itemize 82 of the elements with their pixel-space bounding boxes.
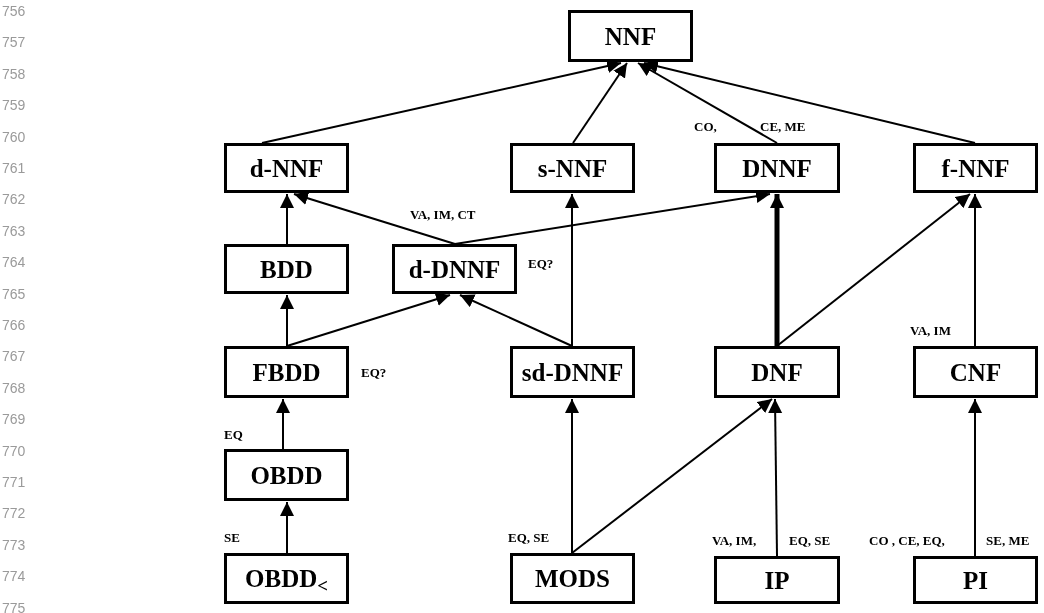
node-label: BDD — [260, 256, 313, 282]
arrow — [776, 193, 971, 347]
arrow — [637, 62, 778, 144]
query-label: CO, — [694, 119, 717, 134]
query-label: SE, ME — [986, 533, 1030, 548]
node-box — [714, 556, 840, 604]
query-label: EQ, SE — [789, 533, 831, 548]
line-number: 762 — [2, 191, 26, 208]
line-number: 761 — [2, 160, 26, 176]
arrow — [280, 501, 294, 554]
node-label: d-DNNF — [408, 256, 501, 282]
node-label: DNNF — [742, 155, 812, 181]
query-label: VA, IM — [910, 323, 951, 338]
line-number: 769 — [2, 411, 26, 428]
line-number: 767 — [2, 348, 26, 365]
line-number: 775 — [2, 599, 26, 613]
line-number: 758 — [2, 65, 26, 82]
node-box — [224, 346, 349, 398]
line-number: 770 — [2, 442, 26, 459]
node-label: d-NNF — [249, 155, 324, 181]
node-box — [568, 10, 693, 62]
arrow — [280, 193, 294, 245]
line-number: 764 — [2, 254, 26, 271]
arrow — [768, 398, 783, 557]
node-label: FBDD — [252, 359, 321, 385]
arrow — [770, 194, 784, 346]
node-label: IP — [764, 567, 790, 593]
node-box — [510, 553, 635, 604]
node-box — [913, 556, 1038, 604]
line-number: 756 — [2, 3, 26, 19]
arrow — [276, 398, 290, 450]
arrow — [572, 62, 628, 144]
arrow — [968, 193, 982, 347]
line-number: 774 — [2, 568, 26, 585]
line-number: 759 — [2, 97, 26, 114]
node-box — [224, 244, 349, 294]
node-box — [913, 346, 1038, 398]
arrow — [968, 398, 982, 557]
line-number: 763 — [2, 222, 26, 239]
line-number: 771 — [2, 474, 26, 490]
node-label: DNF — [751, 359, 803, 385]
query-label: CO , CE, EQ, — [869, 533, 945, 548]
line-number: 772 — [2, 505, 26, 522]
query-label: CE, ME — [760, 119, 806, 134]
arrow — [565, 193, 579, 347]
node-label: f-NNF — [941, 155, 1010, 181]
node-box — [392, 244, 517, 294]
line-number: 773 — [2, 536, 26, 553]
query-label: VA, IM, — [712, 533, 757, 548]
node-box — [224, 143, 349, 193]
query-label: EQ, SE — [508, 530, 550, 545]
node-box — [224, 449, 349, 501]
query-label: SE — [224, 530, 240, 545]
node-label: PI — [963, 567, 988, 593]
arrow — [280, 294, 294, 347]
line-number: 757 — [2, 34, 26, 51]
line-number: 768 — [2, 379, 26, 396]
node-label: OBDD — [250, 462, 323, 488]
node-box — [913, 143, 1038, 193]
arrow — [459, 294, 573, 347]
query-label: EQ? — [528, 256, 554, 271]
node-label: OBDD$_{<}$ — [245, 566, 328, 591]
query-label: EQ — [224, 427, 243, 442]
arrow — [286, 292, 451, 347]
arrow — [565, 398, 579, 554]
node-box — [714, 346, 840, 398]
node-box — [224, 553, 349, 604]
node-label: NNF — [604, 23, 657, 49]
query-label: EQ? — [361, 365, 387, 380]
node-box — [510, 346, 635, 398]
node-label: s-NNF — [537, 155, 608, 181]
line-number: 766 — [2, 317, 26, 333]
node-box — [714, 143, 840, 193]
line-number: 760 — [2, 128, 26, 145]
line-number: 765 — [2, 285, 26, 302]
arrow — [571, 398, 773, 554]
node-label: MODS — [535, 566, 610, 591]
node-label: CNF — [949, 359, 1002, 385]
node-box — [510, 143, 635, 193]
query-label: VA, IM, CT — [410, 207, 476, 222]
node-label: sd-DNNF — [521, 359, 624, 385]
arrow — [293, 191, 456, 245]
